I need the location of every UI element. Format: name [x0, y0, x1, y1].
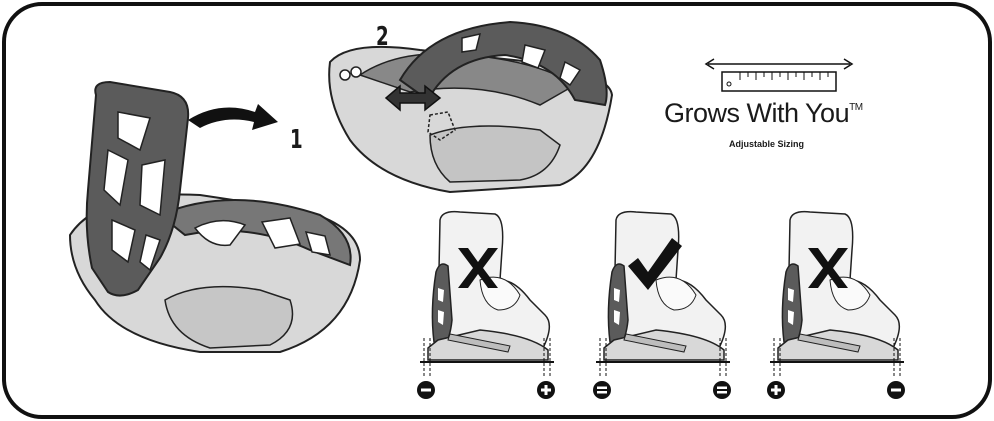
plus-sign-icon: [767, 381, 785, 399]
minus-sign-icon: [887, 381, 905, 399]
ruler-icon: [706, 59, 852, 91]
step-1-label: 1: [290, 125, 303, 155]
brand-subtitle: Adjustable Sizing: [729, 139, 804, 149]
trademark-mark: TM: [849, 102, 862, 113]
plus-sign-icon: [537, 381, 555, 399]
brand-title-text: Grows With You: [664, 98, 849, 128]
equal-sign-icon: [713, 381, 731, 399]
brand-title: Grows With YouTM: [664, 98, 863, 129]
step-2-label: 2: [376, 22, 389, 52]
minus-sign-icon: [417, 381, 435, 399]
equal-sign-icon: [593, 381, 611, 399]
